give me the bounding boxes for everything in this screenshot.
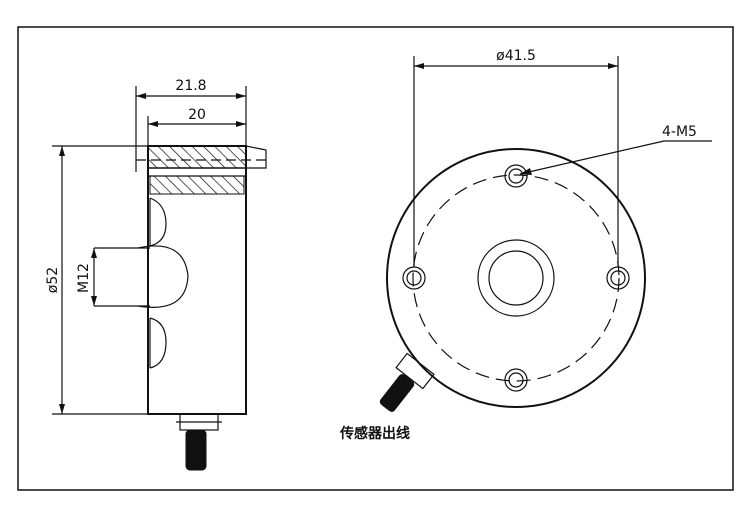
arrow-bc-right <box>608 63 618 69</box>
arrow-body-right <box>236 121 246 127</box>
leader-arrow <box>520 168 532 175</box>
arrow-body-left <box>148 121 158 127</box>
side-view: 21.8 20 ø52 M12 <box>45 78 267 471</box>
bolt-circle <box>412 174 620 382</box>
dim-body-width-label: 20 <box>188 107 206 123</box>
side-top-flange <box>147 145 247 169</box>
arrow-dia-bottom <box>59 404 65 414</box>
cable-end <box>185 429 207 471</box>
thread-bore <box>137 245 189 308</box>
center-boss-inner <box>488 250 544 306</box>
upper-cutout <box>149 197 167 247</box>
arrow-bc-left <box>414 63 424 69</box>
arrow-dia-top <box>59 146 65 156</box>
arrow-thread-bottom <box>91 296 97 306</box>
mounting-hole-bottom <box>504 368 528 392</box>
flange-lip <box>245 145 267 169</box>
mounting-hole-right <box>606 266 630 290</box>
arrow-total-right <box>236 93 246 99</box>
front-view: ø41.5 4-M5 传感器出线 <box>339 48 712 442</box>
mounting-hole-left <box>402 266 426 290</box>
cable-outlet <box>379 352 435 412</box>
dim-bolt-circle-label: ø41.5 <box>496 48 536 64</box>
dim-total-width-label: 21.8 <box>175 78 206 94</box>
side-section-hatch <box>149 175 245 195</box>
outer-circle <box>386 148 646 408</box>
arrow-thread-top <box>91 248 97 258</box>
leader-hole-callout <box>519 140 665 175</box>
dim-thread-label: M12 <box>76 263 92 293</box>
cable-label: 传感器出线 <box>339 425 410 442</box>
center-boss-outer <box>477 239 555 317</box>
mounting-hole-top <box>504 164 528 188</box>
arrow-total-left <box>136 93 146 99</box>
hole-callout-label: 4-M5 <box>662 124 697 140</box>
drawing-frame <box>17 26 734 491</box>
dim-diameter-label: ø52 <box>45 267 61 293</box>
lower-cutout <box>149 317 167 369</box>
